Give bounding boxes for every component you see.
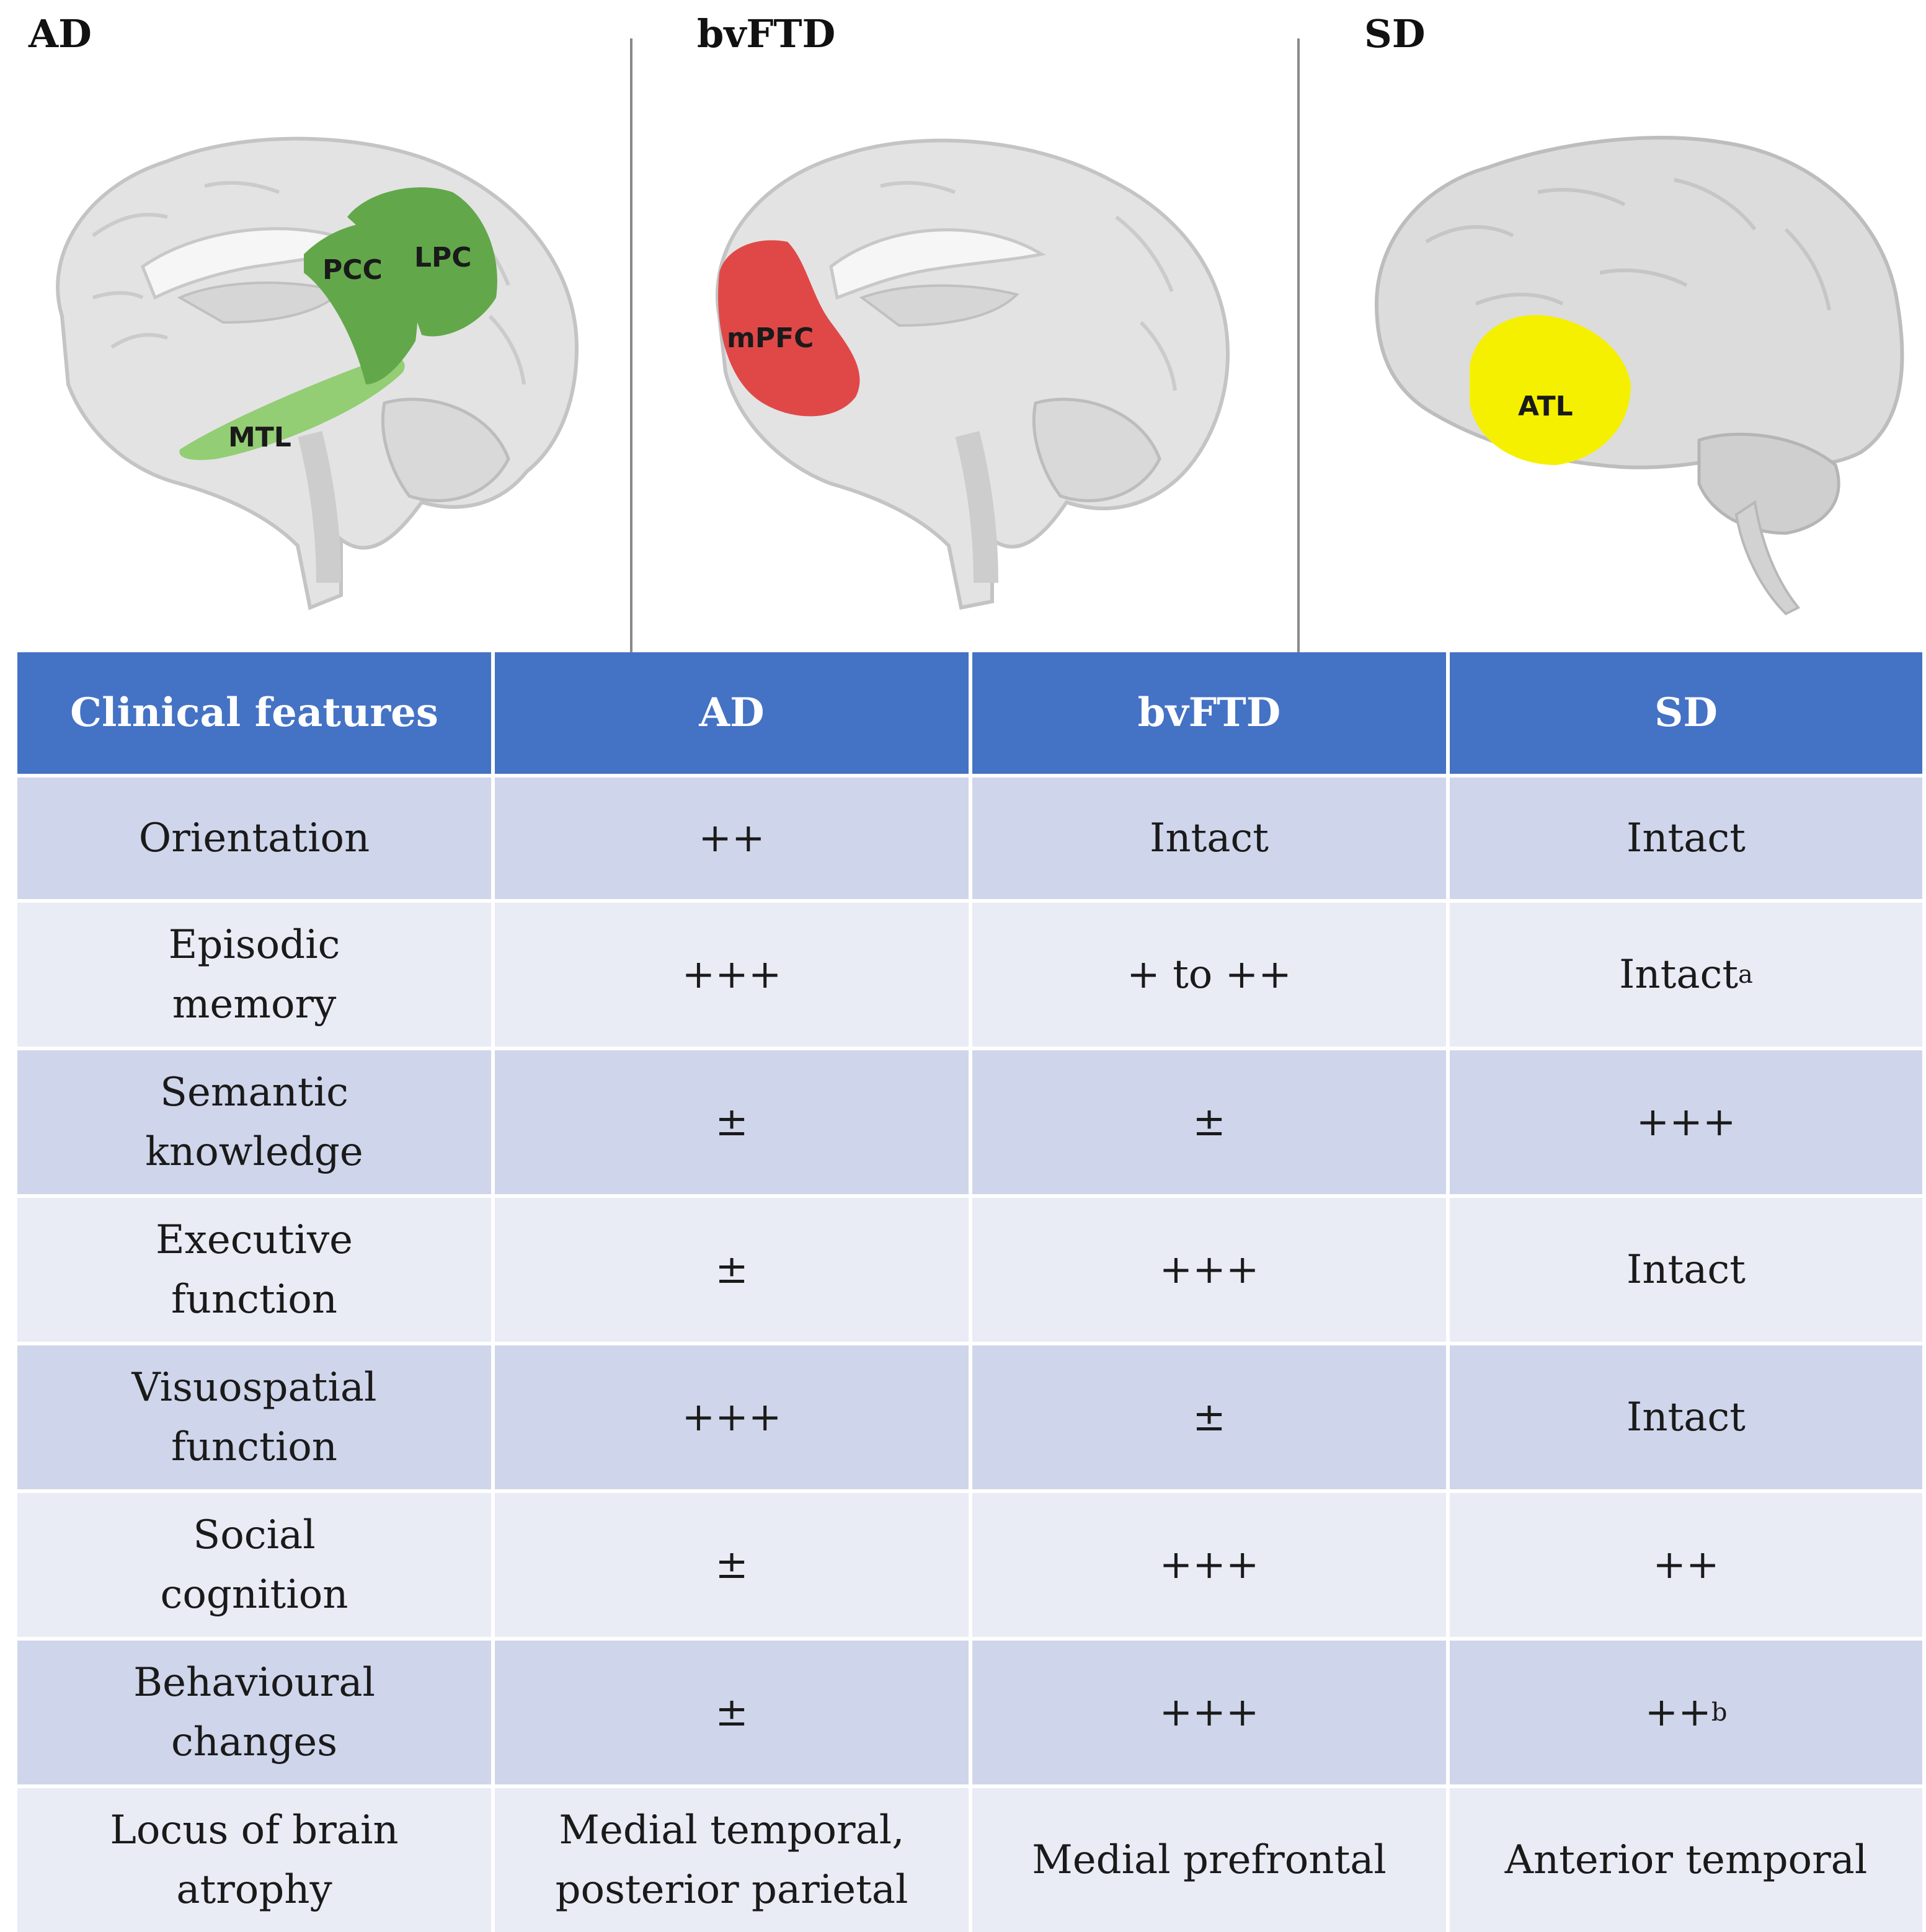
table-cell-sd: Intact [1450,1198,1922,1342]
sd-value: Intact [1626,1394,1746,1440]
table-cell-bvftd: + to ++ [972,903,1446,1047]
table-cell-sd: +++ [1450,1050,1922,1194]
table-row-feature: Visuospatial function [17,1345,491,1489]
table-cell-ad: +++ [495,903,969,1047]
table-row-feature: Episodic memory [17,903,491,1047]
table-cell-ad: ± [495,1641,969,1784]
sd-value: +++ [1636,1099,1736,1145]
sd-value: Intact [1626,815,1746,861]
region-label-mtl: MTL [228,422,291,453]
table-cell-bvftd: Medial prefrontal [972,1788,1446,1932]
table-row-feature: Executive function [17,1198,491,1342]
region-label-pcc: PCC [322,254,383,286]
table-cell-sd: Intact [1450,778,1922,899]
region-label-atl: ATL [1518,391,1573,422]
table-header-clinical-features: Clinical features [17,652,491,774]
table-cell-bvftd: ± [972,1345,1446,1489]
table-header-bvftd: bvFTD [972,652,1446,774]
table-cell-bvftd: +++ [972,1641,1446,1784]
sd-value: ++ [1644,1690,1711,1735]
region-label-lpc: LPC [414,242,472,273]
panel-divider-1 [630,38,632,652]
brain-lateral-view [1374,136,1904,616]
panel-divider-2 [1297,38,1300,652]
table-cell-ad: Medial temporal, posterior parietal [495,1788,969,1932]
table-cell-bvftd: ± [972,1050,1446,1194]
sd-value: Intact [1619,952,1739,998]
ad-region-mtl [179,357,405,460]
panel-title-sd: SD [1364,11,1426,56]
sd-value: Anterior temporal [1504,1837,1868,1883]
sd-value: Intact [1626,1247,1746,1293]
sd-brain-illustration: ATL [1374,136,1904,616]
table-row-feature: Locus of brain atrophy [17,1788,491,1932]
panel-title-bvftd: bvFTD [697,11,836,56]
table-cell-sd: ++ [1450,1493,1922,1637]
table-row-feature: Semantic knowledge [17,1050,491,1194]
table-row-feature: Behavioural changes [17,1641,491,1784]
table-cell-ad: ± [495,1493,969,1637]
table-row-feature: Orientation [17,778,491,899]
brain-medial-view [56,136,579,611]
ad-brain-illustration: PCC LPC MTL [56,136,579,611]
bvftd-region-mpfc [718,240,860,417]
table-cell-bvftd: +++ [972,1198,1446,1342]
table-cell-ad: ++ [495,778,969,899]
table-cell-sd: ++b [1450,1641,1922,1784]
table-cell-ad: ± [495,1050,969,1194]
bvftd-brain-illustration: mPFC [715,138,1230,610]
table-cell-bvftd: +++ [972,1493,1446,1637]
table-row-feature: Social cognition [17,1493,491,1637]
region-label-mpfc: mPFC [727,322,814,354]
table-cell-ad: +++ [495,1345,969,1489]
sd-region-atl [1470,315,1631,465]
table-cell-sd: Intact [1450,1345,1922,1489]
clinical-features-table: Clinical features AD bvFTD SD Orientatio… [17,652,1922,1932]
panel-title-ad: AD [29,11,92,56]
table-cell-ad: ± [495,1198,969,1342]
ad-region-lpc [347,187,497,337]
sd-value: ++ [1653,1542,1720,1588]
table-header-sd: SD [1450,652,1922,774]
brain-medial-view [715,138,1230,610]
table-cell-sd: Anterior temporal [1450,1788,1922,1932]
table-cell-bvftd: Intact [972,778,1446,899]
table-header-ad: AD [495,652,969,774]
